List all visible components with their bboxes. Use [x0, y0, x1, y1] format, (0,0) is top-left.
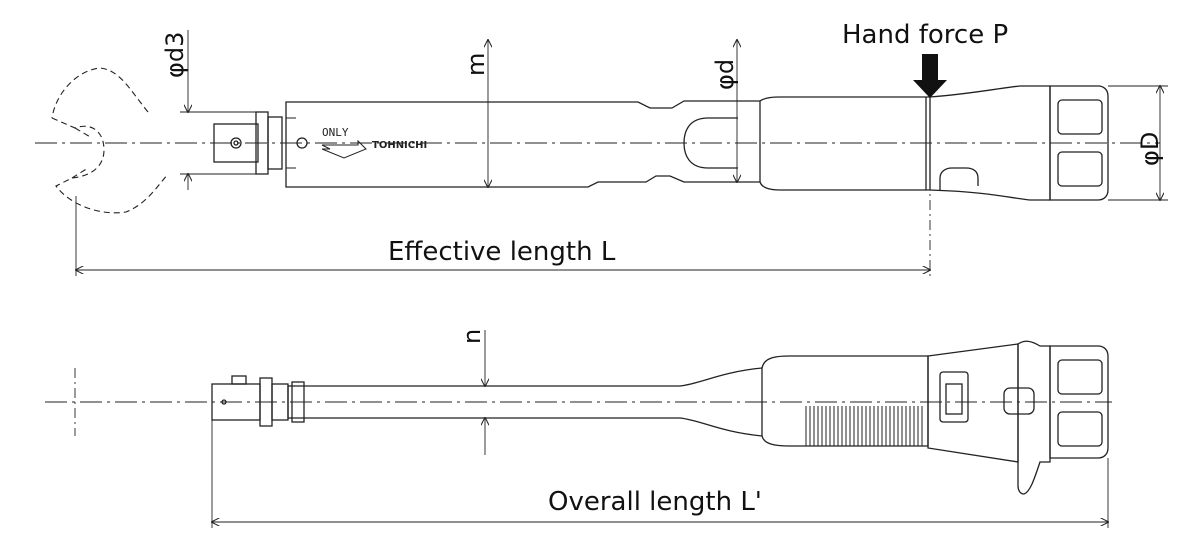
drive-ball-center	[233, 140, 239, 146]
bottom-drive-hole	[221, 399, 227, 405]
drive-collar-2	[267, 116, 283, 170]
dim-D-label: φD	[1136, 132, 1164, 166]
dim-n-label: n	[458, 329, 486, 344]
knob-rib-bottom	[1057, 151, 1103, 187]
knob-rib-top	[1057, 99, 1103, 135]
dim-d-label: φd	[711, 59, 739, 90]
bottom-head-ring	[291, 381, 305, 423]
head-body	[285, 100, 761, 188]
bottom-knob-rib-bottom	[1057, 411, 1103, 447]
marking-only-text: ONLY	[322, 126, 349, 139]
head-slot-marks	[286, 117, 296, 169]
handle-clip	[939, 167, 979, 190]
lock-window	[939, 371, 969, 423]
dim-d3-label: φd3	[161, 32, 189, 78]
ratchet-slot	[683, 117, 738, 169]
handle-grip	[759, 96, 931, 191]
square-drive	[213, 123, 259, 163]
dim-m-label: m	[462, 53, 490, 76]
wrench-jaw-inner	[71, 127, 93, 179]
bottom-handle-grip	[761, 355, 929, 447]
bottom-end-knob	[1049, 345, 1109, 459]
open-end-wrench-outline	[51, 67, 169, 214]
grip-ribs	[800, 404, 926, 446]
grip-rib-lines	[805, 406, 923, 446]
bottom-drive-latch	[231, 375, 247, 385]
overall-length-label: Overall length L'	[548, 487, 762, 517]
end-knob	[1049, 85, 1109, 201]
lock-window-inner	[945, 383, 963, 415]
effective-length-label: Effective length L	[388, 237, 616, 267]
direction-arrow-marking	[321, 139, 367, 159]
hand-force-label: Hand force P	[842, 20, 1008, 50]
top-wrench-view	[35, 30, 1168, 276]
head-rivet	[296, 137, 308, 149]
bottom-knob-rib-top	[1057, 359, 1103, 395]
marking-brand-text: TOHNICHI	[372, 140, 427, 151]
drive-ball	[230, 137, 242, 149]
hand-force-arrow-icon	[913, 54, 947, 98]
bottom-wrench-view	[45, 330, 1112, 528]
lock-lever	[1003, 387, 1035, 415]
bottom-knob-flare	[1017, 340, 1051, 495]
